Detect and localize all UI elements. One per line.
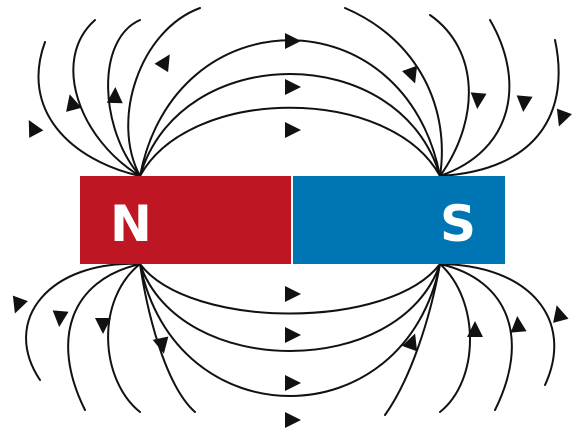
field-line-south-top — [430, 15, 469, 176]
field-arrow-up — [549, 303, 569, 323]
north-label: N — [110, 195, 152, 253]
field-line-north-down — [68, 264, 140, 410]
field-arrow-down — [515, 95, 532, 112]
field-line-north-up — [128, 8, 200, 176]
field-arrow-up — [155, 50, 177, 72]
field-arrow-down — [469, 92, 486, 109]
field-arrow-right — [285, 33, 301, 49]
field-line-top-arc — [140, 108, 440, 176]
field-arrow-right — [285, 122, 301, 138]
field-line-south-bottom — [440, 264, 470, 412]
field-line-north-down — [108, 264, 140, 412]
field-arrow-down — [551, 109, 572, 130]
field-arrow-up — [22, 116, 44, 138]
field-arrow-up — [509, 315, 526, 332]
field-arrow-right — [285, 375, 301, 391]
field-line-south-top — [345, 8, 442, 176]
field-line-south-bottom — [440, 264, 554, 385]
field-line-south-top — [440, 40, 559, 176]
field-arrow-right — [285, 286, 301, 302]
field-arrow-down — [51, 310, 68, 327]
field-arrow-right — [285, 412, 301, 428]
field-arrow-right — [285, 79, 301, 95]
field-arrow-down — [7, 296, 28, 317]
bar-magnet: N S — [80, 176, 505, 264]
field-line-north-up — [38, 42, 140, 176]
field-arrow-right — [285, 327, 301, 343]
south-label: S — [440, 195, 476, 253]
